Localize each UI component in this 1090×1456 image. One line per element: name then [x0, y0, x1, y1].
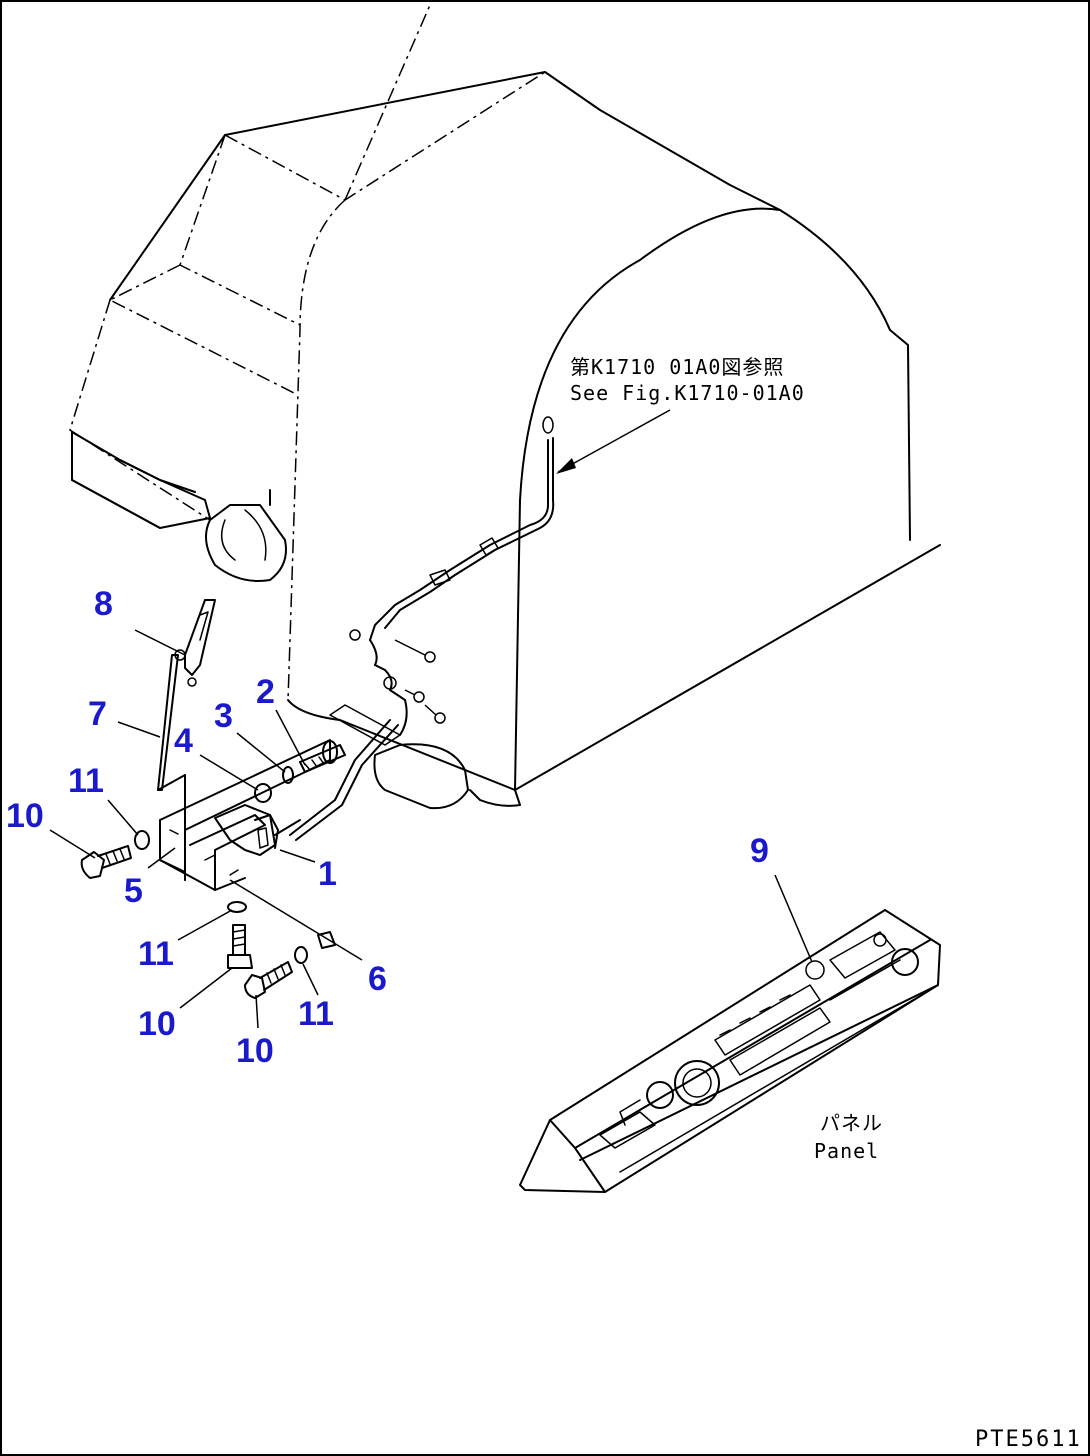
control-panel: [519, 909, 941, 1193]
leader-1: [279, 849, 316, 863]
callout-11b: 11: [138, 935, 174, 973]
callout-8: 8: [94, 585, 113, 623]
leader-11a: [107, 799, 139, 836]
reference-arrow: [556, 409, 671, 474]
callout-4: 4: [174, 722, 193, 760]
callout-5: 5: [124, 872, 143, 910]
washer-part-11-left: [134, 830, 150, 850]
callout-6: 6: [368, 960, 387, 998]
clip-part-6: [317, 931, 336, 949]
callout-3: 3: [214, 697, 233, 735]
callout-2: 2: [256, 673, 275, 711]
leader-8: [134, 629, 186, 656]
washer-part-11-right: [294, 946, 308, 964]
leader-10a: [49, 829, 96, 859]
leader-6: [229, 879, 363, 961]
drawing-code: PTE5611: [975, 1427, 1082, 1452]
bolt-part-10-left: [80, 845, 132, 879]
callout-11c: 11: [298, 995, 334, 1033]
leader-11c: [302, 963, 319, 996]
callout-10a: 10: [6, 797, 44, 835]
bolt-part-10-angled: [244, 961, 293, 999]
bolt-part-10-vertical: [227, 924, 253, 969]
callout-9: 9: [750, 832, 769, 870]
leader-10c: [255, 994, 259, 1029]
washer-part-3: [282, 766, 294, 784]
leader-3: [236, 732, 286, 773]
leader-4: [199, 754, 259, 791]
washer-part-4: [254, 783, 272, 803]
switch-bracket: [157, 739, 331, 891]
switch-part-1: [214, 804, 301, 856]
leader-2: [275, 709, 306, 766]
leader-5: [147, 847, 176, 869]
plate-part-8: [174, 599, 216, 687]
washer-part-11-mid: [227, 901, 247, 913]
leader-9: [774, 874, 813, 963]
lever-part-7: [157, 654, 179, 791]
callout-10b: 10: [138, 1005, 176, 1043]
leader-10b: [179, 967, 233, 1009]
callout-1: 1: [318, 855, 337, 893]
reference-note-en: See Fig.K1710-01A0: [570, 381, 805, 405]
leader-7: [117, 721, 161, 738]
callout-7: 7: [88, 695, 107, 733]
reference-note-jp: 第K1710 01A0図参照: [570, 355, 784, 379]
callout-11a: 11: [68, 762, 104, 800]
panel-label-en: Panel: [814, 1139, 879, 1163]
cab-outline: [69, 4, 941, 810]
callout-numbers: 8 7 2 3 4 11 10 5 1 6 11 10 10 11 9: [6, 585, 769, 1070]
leader-11b: [177, 909, 233, 941]
leader-lines: [49, 629, 813, 1029]
bolt-part-2: [299, 740, 346, 773]
wiring-harness: [289, 416, 555, 841]
panel-label-jp: パネル: [820, 1111, 883, 1135]
callout-10c: 10: [236, 1032, 274, 1070]
